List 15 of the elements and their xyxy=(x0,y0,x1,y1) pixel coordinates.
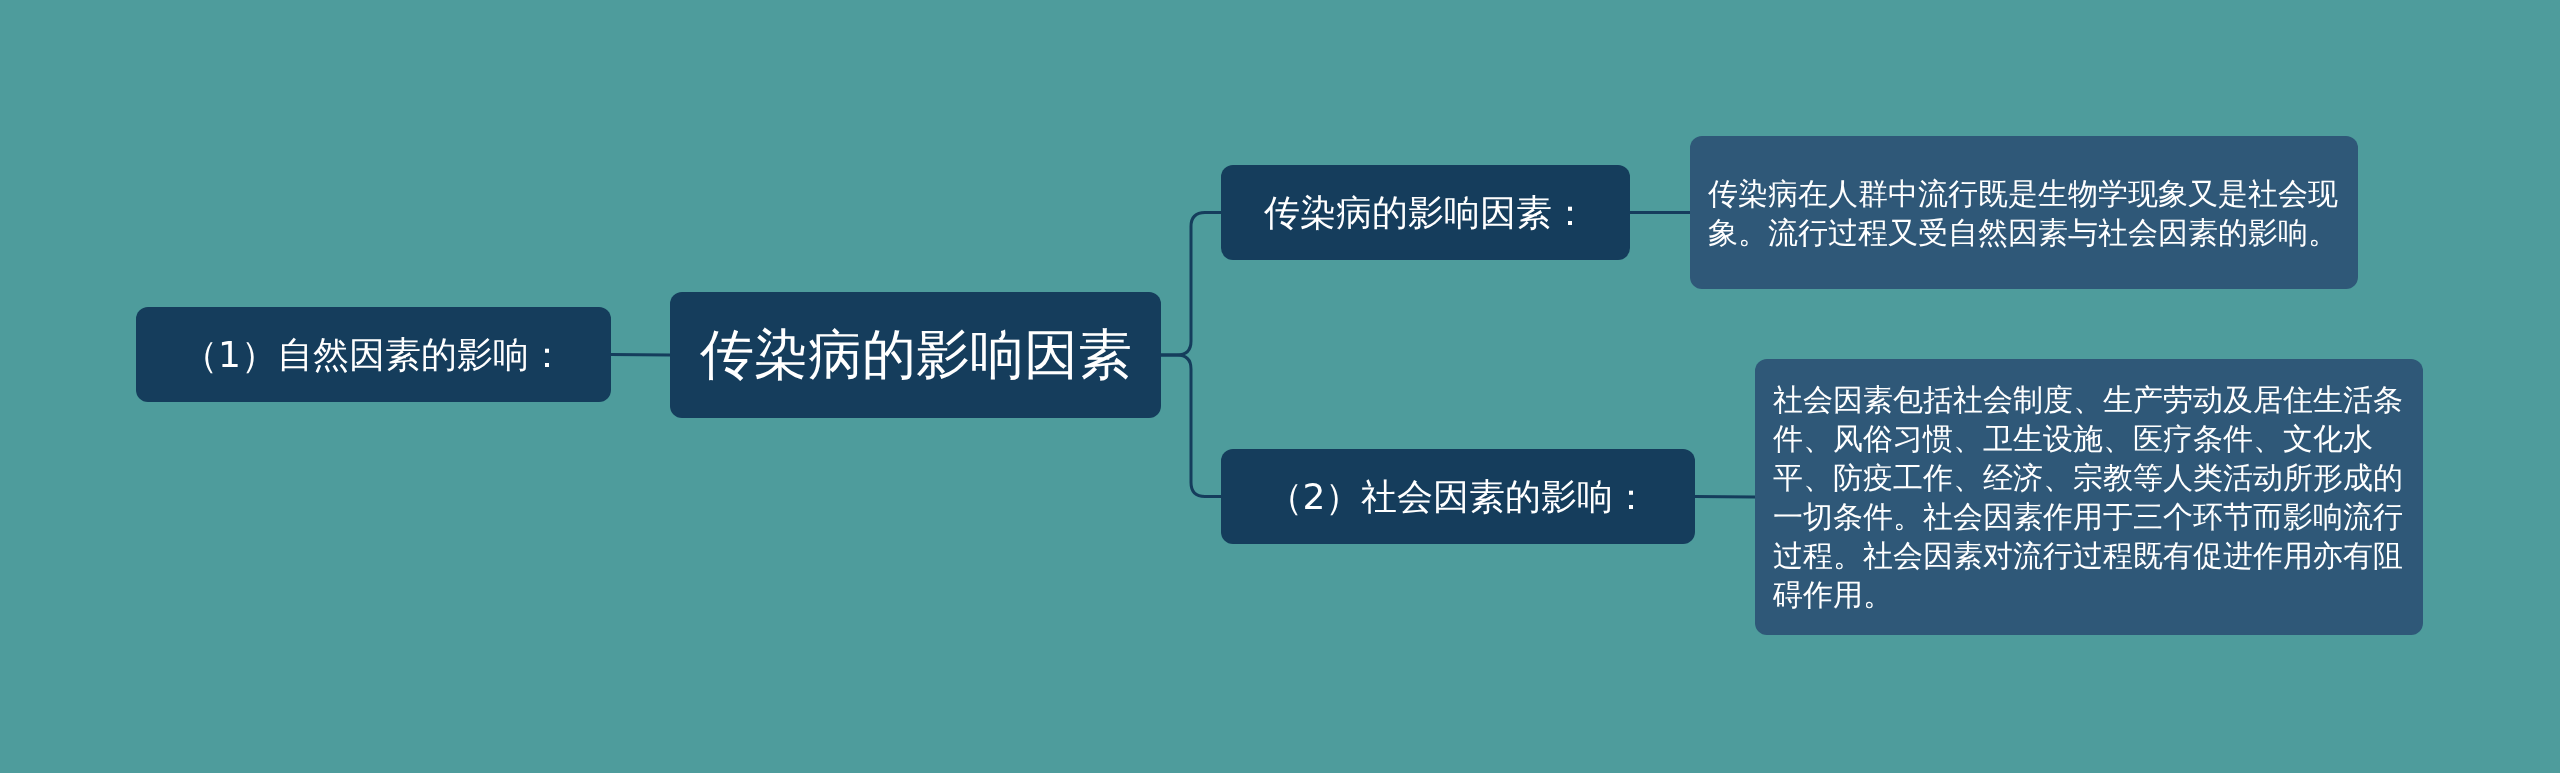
note-box xyxy=(1690,136,2358,289)
topic-box xyxy=(1221,165,1630,260)
note-box xyxy=(1755,359,2423,635)
topic-label: 传染病的影响因素 xyxy=(699,322,1132,388)
connector-line xyxy=(611,353,670,357)
topic-box xyxy=(670,292,1161,418)
note-text: 社会因素包括社会制度、生产劳动及居住生活条件、风俗习惯、卫生设施、医疗条件、文化水平、防疫工作、经济、宗教等人类活动所形成的一切条件。社会因素作用于三个环节而影响流行过程。社会因素对流行过程既有促进作用亦有阻碍作用。 xyxy=(1773,381,2404,614)
topic-label: （1）自然因素的影响： xyxy=(182,332,565,377)
topic-box xyxy=(136,307,611,402)
topic-label: （2）社会因素的影响： xyxy=(1266,474,1650,519)
note-text: 传染病在人群中流行既是生物学现象又是社会现象。流行过程又受自然因素与社会因素的影响。 xyxy=(1708,174,2339,252)
topic-label: 传染病的影响因素： xyxy=(1263,190,1588,235)
topic-box xyxy=(1221,449,1695,544)
connector-line xyxy=(1695,495,1755,499)
connector-line xyxy=(1630,211,1690,214)
